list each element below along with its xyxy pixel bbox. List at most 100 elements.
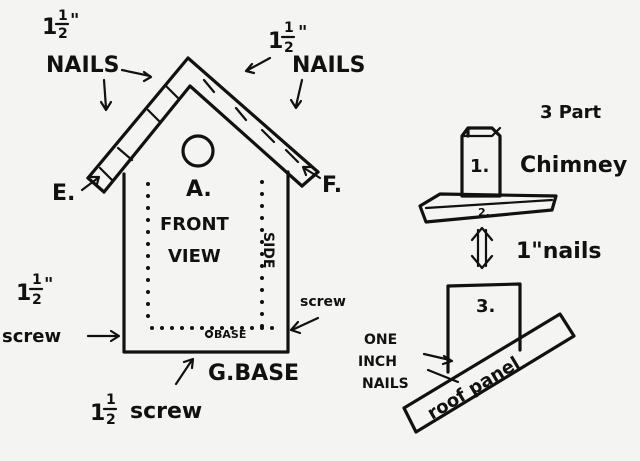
screw-dot — [260, 288, 264, 292]
label-inch: INCH — [358, 354, 397, 370]
screw-dot — [260, 312, 264, 316]
chimney-part2 — [418, 192, 558, 224]
screw-dot — [146, 290, 150, 294]
label-view: VIEW — [168, 246, 221, 267]
label-nails-left: 1 1 2 " NAILS — [42, 8, 120, 78]
screw-dot — [146, 314, 150, 318]
label-side: SIDE — [260, 232, 276, 268]
nails-right-frac-top: 1 — [284, 20, 294, 36]
label-part3: 3. — [476, 296, 495, 317]
screw-bottom-text: screw — [130, 399, 202, 424]
nails-left-frac-top: 1 — [58, 8, 68, 24]
arrow-nails-right — [244, 56, 272, 75]
screw-dot — [260, 264, 264, 268]
screw-dot — [160, 326, 164, 330]
label-e: E. — [52, 181, 75, 206]
screw-dot — [170, 326, 174, 330]
screw-dot — [146, 242, 150, 246]
screw-dot — [270, 326, 274, 330]
arrow-nails-right-2 — [289, 78, 304, 110]
label-part1: 1. — [470, 156, 489, 177]
nails-left-quote: " — [70, 10, 79, 31]
label-f: F. — [322, 173, 342, 198]
nails-right-num: 1 — [268, 29, 283, 54]
screw-dot — [210, 326, 214, 330]
screw-dot — [146, 182, 150, 186]
label-part2: 2. — [478, 206, 490, 219]
screw-left-text: screw — [2, 326, 61, 347]
chimney-part2-edge — [424, 198, 554, 210]
arrow-screw-left — [86, 329, 121, 343]
arrow-nails-left — [99, 78, 113, 112]
label-chimney: Chimney — [520, 153, 627, 178]
arrow-base — [174, 357, 195, 386]
arrow-e — [80, 175, 101, 192]
label-screw-right: screw — [300, 294, 346, 310]
nails-left-frac-bot: 2 — [58, 26, 68, 42]
screw-left-quote: " — [44, 274, 53, 295]
nails-left-text: NAILS — [46, 53, 120, 78]
screw-dot — [260, 240, 264, 244]
label-nails: NAILS — [362, 376, 409, 392]
arrow-nails-left-2 — [120, 68, 153, 83]
screw-dot — [260, 180, 264, 184]
screw-dot — [260, 276, 264, 280]
double-arrow — [470, 226, 494, 270]
roof-outer — [86, 56, 320, 180]
screw-dot — [150, 326, 154, 330]
front-panel-outline — [122, 170, 290, 354]
arrow-screw-right — [289, 316, 320, 335]
screw-dot — [146, 218, 150, 222]
screw-dot — [260, 300, 264, 304]
label-nails-right: 1 1 2 " NAILS — [268, 20, 366, 78]
nails-left-num: 1 — [42, 15, 57, 40]
roof-nail-marks — [98, 78, 300, 182]
chimney-part1-top — [460, 126, 502, 138]
screw-dot — [146, 194, 150, 198]
screw-dot — [146, 254, 150, 258]
label-a: A. — [186, 177, 212, 202]
roof-panel — [402, 312, 576, 434]
roof-inner — [102, 84, 304, 194]
label-one-inch-nails: 1"nails — [516, 239, 601, 264]
screw-left-frac-top: 1 — [32, 272, 42, 288]
screw-dot — [230, 326, 234, 330]
screw-bottom-frac-top: 1 — [106, 392, 116, 408]
nails-right-frac-bot: 2 — [284, 40, 294, 56]
screw-dots — [146, 180, 274, 330]
label-one: ONE — [364, 332, 397, 348]
screw-dot — [146, 278, 150, 282]
screw-dot — [260, 192, 264, 196]
screw-dot — [260, 216, 264, 220]
screw-dot — [260, 326, 264, 330]
roof-end-left — [86, 176, 106, 194]
screw-dot — [200, 326, 204, 330]
label-three-part: 3 Part — [540, 102, 602, 123]
screw-dot — [146, 266, 150, 270]
screw-dot — [146, 206, 150, 210]
screw-dot — [146, 302, 150, 306]
label-base-small: BASE — [214, 328, 246, 341]
screw-dot — [250, 326, 254, 330]
screw-bottom-num: 1 — [90, 401, 105, 426]
label-front: FRONT — [160, 214, 230, 235]
screw-bottom-frac-bot: 2 — [106, 412, 116, 428]
label-screw-bottom: 1 1 2 screw — [90, 392, 202, 428]
arrow-f — [301, 165, 322, 180]
screw-dot — [146, 230, 150, 234]
arrow-one-inch-nails — [422, 352, 460, 384]
screw-dot — [260, 228, 264, 232]
screw-dot — [260, 252, 264, 256]
label-g-base: G.BASE — [208, 361, 299, 386]
screw-dot — [260, 204, 264, 208]
screw-left-frac-bot: 2 — [32, 292, 42, 308]
chimney-part1 — [460, 126, 502, 198]
base-mark — [204, 329, 214, 339]
entrance-hole — [181, 134, 215, 168]
label-screw-left: 1 1 2 " screw — [2, 272, 61, 347]
screw-dot — [190, 326, 194, 330]
screw-dot — [180, 326, 184, 330]
screw-dot — [220, 326, 224, 330]
